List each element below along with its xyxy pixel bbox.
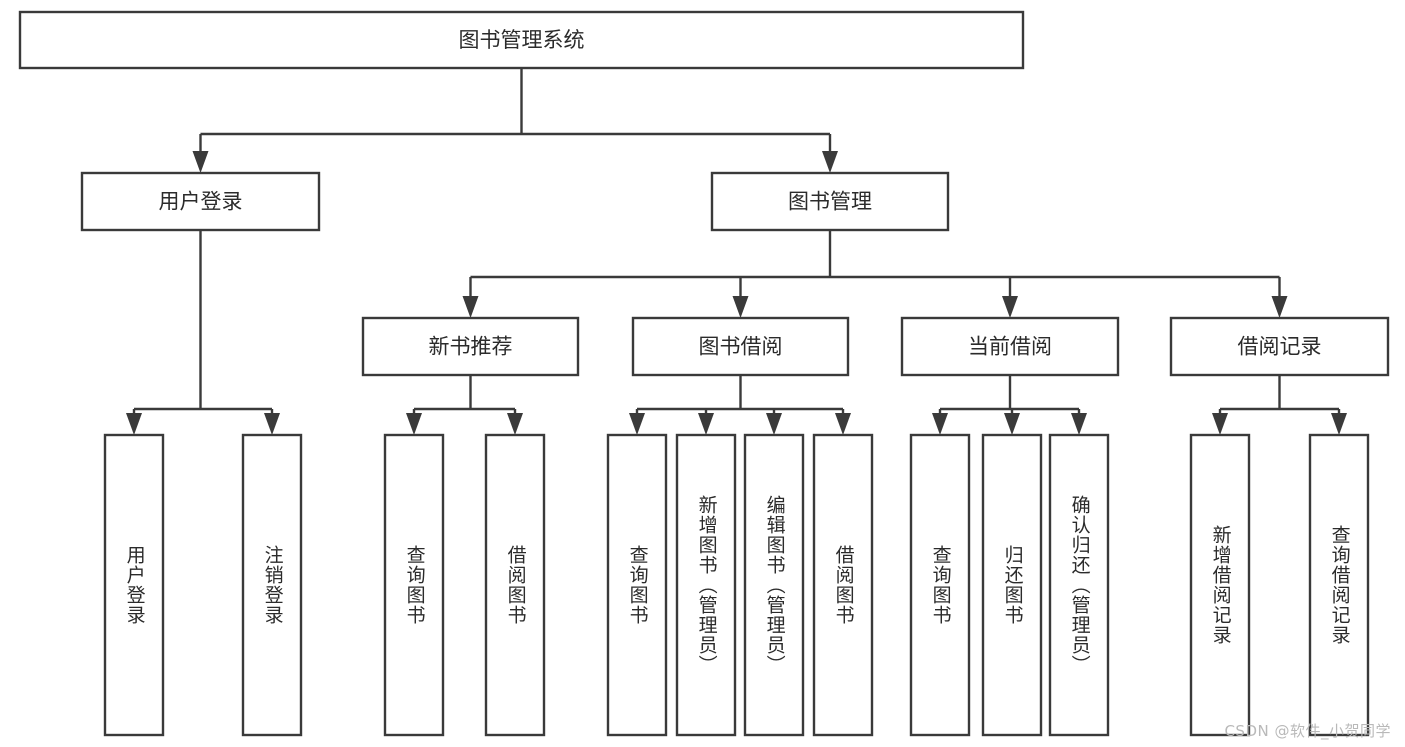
node-leaf-新增图书（管理员）[interactable] [675,433,737,737]
arrow-head-icon-leaf-6 [766,413,782,435]
arrow-head-icon-leaf-1 [264,413,280,435]
node-leaf-归还图书[interactable] [981,433,1043,737]
arrow-head-icon-leaf-3 [507,413,523,435]
arrow-head-icon-l3-2 [1002,296,1018,318]
node-leaf-注销登录[interactable] [241,433,303,737]
watermark-credit: CSDN @软件_小贺同学 [1224,722,1391,740]
arrow-head-icon-leaf-10 [1071,413,1087,435]
boxes-layer [18,10,1390,737]
node-leaf-新增借阅记录[interactable] [1189,433,1251,737]
arrow-head-icon-leaf-5 [698,413,714,435]
node-leaf-确认归还（管理员）[interactable] [1048,433,1110,737]
node-level3-借阅记录[interactable] [1169,316,1390,377]
node-leaf-借阅图书[interactable] [484,433,546,737]
connectors-layer [126,68,1347,435]
node-leaf-查询图书[interactable] [909,433,971,737]
node-level3-当前借阅[interactable] [900,316,1120,377]
node-leaf-查询图书[interactable] [606,433,668,737]
arrow-head-icon-leaf-11 [1212,413,1228,435]
node-level2-用户登录[interactable] [80,171,321,232]
arrow-head-icon-leaf-2 [406,413,422,435]
node-root-图书管理系统[interactable] [18,10,1025,70]
node-label-level3-0: 新书推荐 [429,335,513,359]
arrow-head-icon-leaf-7 [835,413,851,435]
arrow-head-icon-l3-1 [732,296,749,318]
node-label-level2-1: 图书管理 [788,190,872,214]
node-leaf-借阅图书[interactable] [812,433,874,737]
node-leaf-编辑图书（管理员）[interactable] [743,433,805,737]
node-label-level3-1: 图书借阅 [699,335,783,359]
arrow-head-icon-leaf-0 [126,413,142,435]
arrow-head-icon-leaf-8 [932,413,948,435]
node-leaf-查询图书[interactable] [383,433,445,737]
arrow-head-icon-l3-3 [1271,296,1288,318]
node-label-level3-3: 借阅记录 [1238,335,1322,359]
arrow-head-icon-l3-0 [462,296,479,318]
arrow-head-icon-l2-0 [192,151,209,173]
arrow-head-icon-l2-1 [822,151,838,173]
node-level3-图书借阅[interactable] [631,316,850,377]
node-leaf-用户登录[interactable] [103,433,165,737]
arrow-head-icon-leaf-9 [1004,413,1020,435]
node-label-root: 图书管理系统 [459,28,585,52]
node-label-level3-2: 当前借阅 [968,335,1052,359]
node-label-level2-0: 用户登录 [159,190,243,214]
arrow-head-icon-leaf-12 [1331,413,1347,435]
node-leaf-查询借阅记录[interactable] [1308,433,1370,737]
arrow-head-icon-leaf-4 [629,413,645,435]
node-level2-图书管理[interactable] [710,171,950,232]
node-level3-新书推荐[interactable] [361,316,580,377]
